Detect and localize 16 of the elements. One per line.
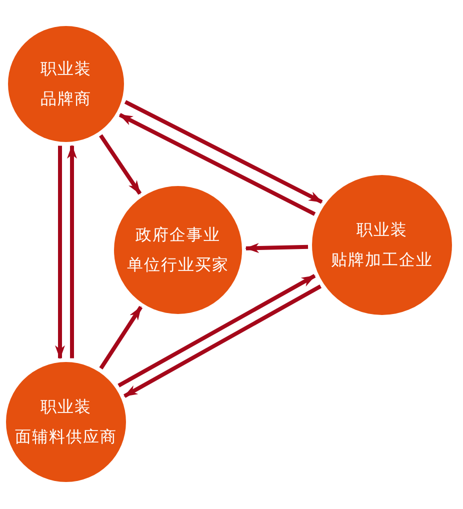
arrow (99, 306, 143, 370)
arrow (124, 284, 322, 398)
arrow (244, 243, 308, 254)
node-label: 职业装 (40, 396, 92, 418)
node-label: 职业装 (40, 58, 92, 80)
node-label: 面辅料供应商 (15, 426, 117, 448)
node-label: 品牌商 (40, 88, 92, 110)
arrow (67, 144, 77, 358)
node-label: 贴牌加工企业 (331, 249, 433, 271)
node-label: 职业装 (356, 219, 408, 241)
arrow (124, 100, 323, 204)
arrow (55, 146, 65, 360)
node-label: 政府企事业 (136, 224, 220, 246)
arrow (118, 274, 316, 388)
node-label: 单位行业买家 (127, 254, 229, 276)
arrow (99, 134, 142, 195)
